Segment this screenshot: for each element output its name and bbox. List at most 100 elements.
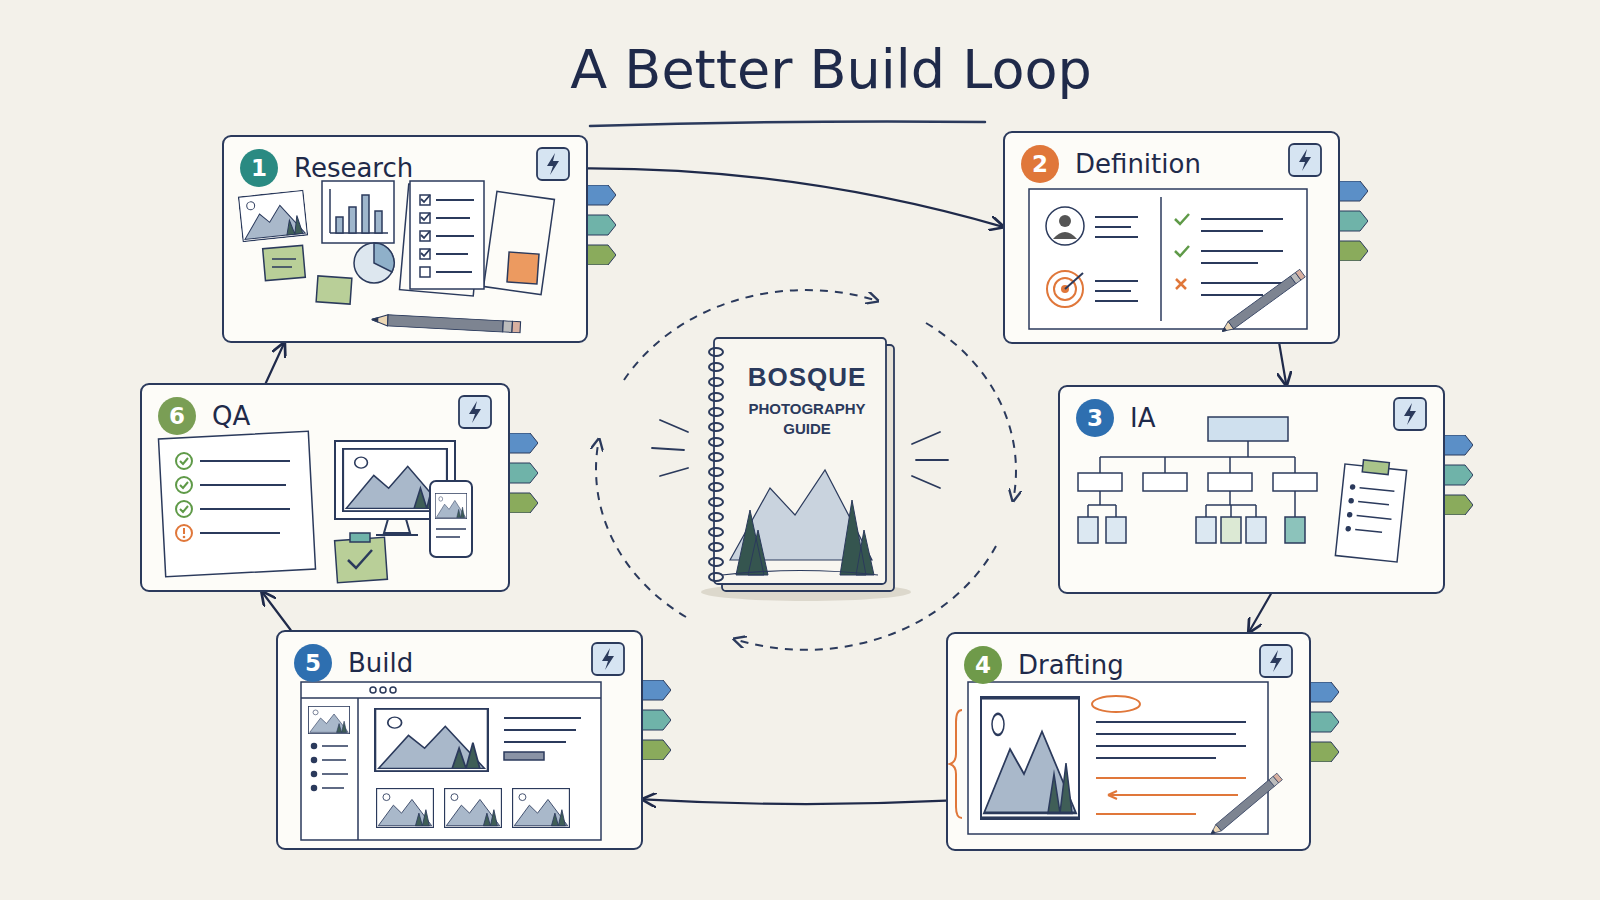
ia-sketch-part-part — [1335, 464, 1406, 562]
build-sketch-part — [380, 687, 386, 693]
qa-sketch-part — [348, 550, 372, 568]
drafting-sketch-part — [1096, 778, 1246, 814]
step-number: 3 — [1076, 399, 1114, 437]
qa-sketch-part — [183, 536, 186, 539]
lightning-icons-part — [1394, 398, 1426, 430]
build-sketch-part — [322, 746, 348, 788]
notebook-part-part — [709, 513, 723, 521]
title-underline-part — [590, 122, 985, 127]
ia-sketch-part — [1273, 473, 1317, 491]
ia-sketch-part — [1106, 517, 1126, 543]
build-sketch-part — [504, 718, 581, 742]
diagram-title: A Better Build Loop — [431, 38, 1231, 101]
flow-arrow — [643, 799, 946, 804]
burst-lines-part — [912, 432, 948, 488]
step-number: 5 — [294, 644, 332, 682]
center-loop-part — [926, 323, 1016, 501]
definition-sketch-part — [1095, 281, 1138, 301]
step-heading: QA — [212, 397, 250, 435]
book-subtitle: PHOTOGRAPHY GUIDE — [742, 399, 872, 440]
step-heading: IA — [1130, 399, 1155, 437]
research-sketch-part — [410, 181, 484, 289]
notebook — [701, 338, 911, 601]
ia-sketch-part — [1208, 473, 1252, 491]
burst-lines-part — [652, 420, 688, 476]
drafting-sketch-part — [1096, 722, 1246, 758]
qa-sketch-part — [176, 501, 192, 517]
drafting-sketch-part — [950, 710, 962, 818]
flow-arrow — [266, 343, 284, 383]
ia-sketch-part — [1335, 458, 1407, 562]
research-sketch-part — [239, 190, 308, 241]
build-sketch-part — [301, 682, 601, 840]
step-number: 1 — [240, 149, 278, 187]
qa-sketch-part — [158, 431, 315, 577]
research-sketch-part — [421, 195, 430, 256]
research-sketch-part-part — [420, 267, 430, 277]
ia-sketch-part — [1285, 517, 1305, 543]
definition-sketch-part — [1160, 197, 1162, 321]
lightning-icons — [459, 144, 1426, 677]
flow-arrow — [588, 168, 1003, 227]
qa-sketch-part — [183, 528, 185, 534]
notebook-part — [709, 348, 723, 581]
drafting-sketch-part — [981, 698, 1079, 818]
research-sketch-part — [436, 200, 474, 272]
definition-sketch-part — [1053, 232, 1077, 239]
notebook-part-part — [709, 348, 723, 356]
flow-arrow — [1249, 594, 1271, 632]
lightning-icons-part — [537, 148, 569, 180]
notebook-part-part — [709, 483, 723, 491]
research-sketch-part — [336, 217, 343, 233]
card-grounds-part — [140, 383, 510, 592]
card-grounds-part — [222, 135, 588, 343]
flow-arrow — [262, 592, 291, 630]
definition-sketch — [1029, 189, 1307, 335]
ia-sketch-part-part — [1362, 460, 1389, 475]
research-sketch-part — [349, 207, 356, 233]
ia-sketch-part — [1078, 517, 1098, 543]
step-heading: Build — [348, 644, 413, 682]
qa-sketch-part — [430, 481, 472, 557]
step-number: 4 — [964, 646, 1002, 684]
step-card: 2Definition — [1003, 131, 1340, 344]
build-sketch-part — [504, 752, 544, 760]
definition-sketch-part — [1046, 207, 1084, 245]
qa-sketch-part — [436, 529, 466, 537]
ia-sketch-part — [1208, 417, 1288, 441]
research-sketch-part — [322, 181, 394, 243]
notebook-part-part — [709, 468, 723, 476]
definition-sketch-part — [1176, 279, 1186, 289]
step-heading: Drafting — [1018, 646, 1124, 684]
flow-arrow — [1279, 344, 1286, 385]
card-grounds — [140, 131, 1445, 851]
ia-sketch-part — [1221, 517, 1241, 543]
ia-sketch — [1078, 417, 1407, 562]
center-loop — [596, 290, 1016, 650]
definition-sketch-part — [1065, 273, 1083, 289]
step-number: 2 — [1021, 145, 1059, 183]
ia-sketch-part-part — [1349, 499, 1353, 503]
step-card: 4 Drafting — [946, 632, 1311, 851]
build-sketch-part — [370, 687, 376, 693]
definition-sketch-part — [1029, 189, 1307, 329]
center-loop-part — [596, 439, 686, 617]
ia-sketch-part — [1100, 441, 1295, 473]
ia-sketch-part — [1088, 491, 1295, 517]
build-sketch-part — [445, 789, 502, 828]
qa-sketch-part — [180, 458, 188, 512]
card-grounds-part — [1058, 385, 1445, 594]
notebook-part-part — [709, 528, 723, 536]
definition-sketch-part — [1175, 214, 1189, 256]
qa-sketch-part — [435, 493, 466, 518]
research-sketch-part — [375, 211, 382, 233]
book-title: BOSQUE — [736, 362, 878, 393]
qa-sketch-part — [335, 537, 388, 582]
notebook-part-part — [709, 498, 723, 506]
build-sketch-part — [312, 744, 317, 749]
research-sketch-part — [316, 276, 352, 304]
ia-sketch-part — [1078, 473, 1122, 491]
definition-sketch-part — [1201, 219, 1283, 295]
research-sketch-part — [362, 195, 369, 233]
notebook-part-part — [709, 378, 723, 386]
